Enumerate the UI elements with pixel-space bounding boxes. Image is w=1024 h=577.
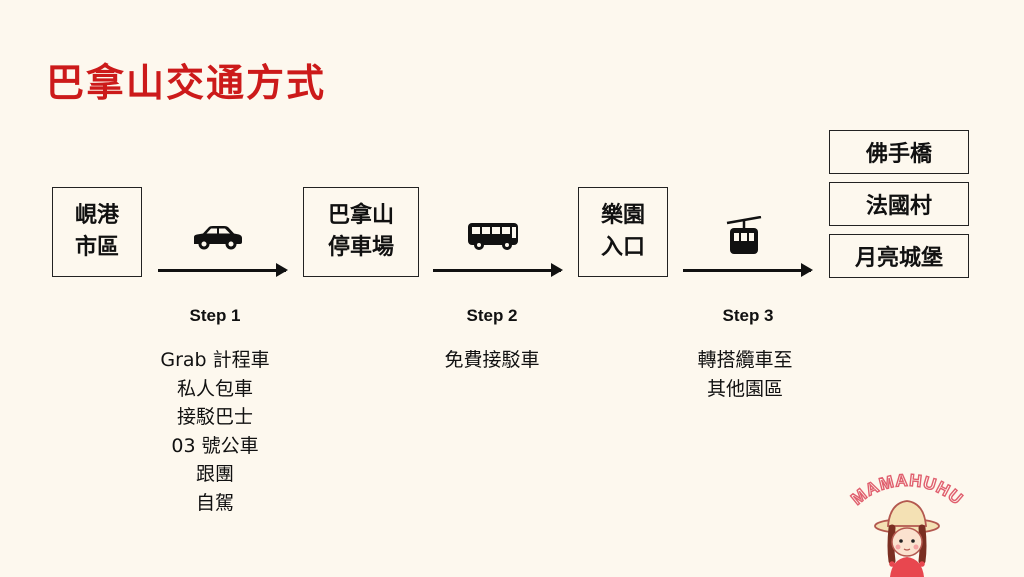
step-1-options: Grab 計程車 私人包車 接駁巴士 03 號公車 跟團 自駕 [115, 346, 315, 518]
list-item: 轉搭纜車至 [697, 349, 793, 371]
step-1-label: Step 1 [189, 306, 241, 325]
node-entrance: 樂園 入口 [578, 187, 668, 277]
arrow-step-1 [158, 263, 288, 277]
arrow-step-3 [683, 263, 813, 277]
list-item: Grab 計程車 [160, 349, 270, 371]
destination-golden-bridge: 佛手橋 [829, 130, 969, 174]
step-2-options: 免費接駁車 [392, 346, 592, 375]
node-danang-city: 峴港 市區 [52, 187, 142, 277]
list-item: 私人包車 [176, 377, 253, 400]
logo: MAMAHUHU [847, 470, 966, 577]
destination-french-village: 法國村 [829, 182, 969, 226]
list-item: 接駁巴士 [176, 406, 253, 429]
list-item: 03 號公車 [171, 434, 259, 457]
list-item: 其他園區 [706, 377, 783, 400]
car-icon [194, 226, 242, 250]
girl-mascot-icon [874, 500, 940, 577]
step-3-label: Step 3 [722, 306, 774, 325]
cable-car-icon [726, 216, 762, 254]
bus-icon [468, 223, 518, 250]
destination-label: 佛手橋 [865, 142, 932, 167]
page-title: 巴拿山交通方式 [46, 61, 327, 105]
list-item: 跟團 [195, 463, 234, 486]
list-item: 自駕 [195, 491, 234, 514]
arrow-step-2 [433, 263, 563, 277]
node-parking-label: 巴拿山 停車場 [327, 203, 394, 260]
node-parking: 巴拿山 停車場 [303, 187, 419, 277]
step-3-options: 轉搭纜車至 其他園區 [645, 346, 845, 403]
list-item: 免費接駁車 [444, 349, 540, 371]
step-2-label: Step 2 [466, 306, 518, 325]
node-danang-city-label: 峴港 市區 [74, 203, 119, 260]
node-entrance-label: 樂園 入口 [600, 203, 645, 260]
destination-moon-castle: 月亮城堡 [829, 234, 969, 278]
destination-label: 月亮城堡 [854, 246, 943, 271]
destination-label: 法國村 [865, 194, 932, 219]
